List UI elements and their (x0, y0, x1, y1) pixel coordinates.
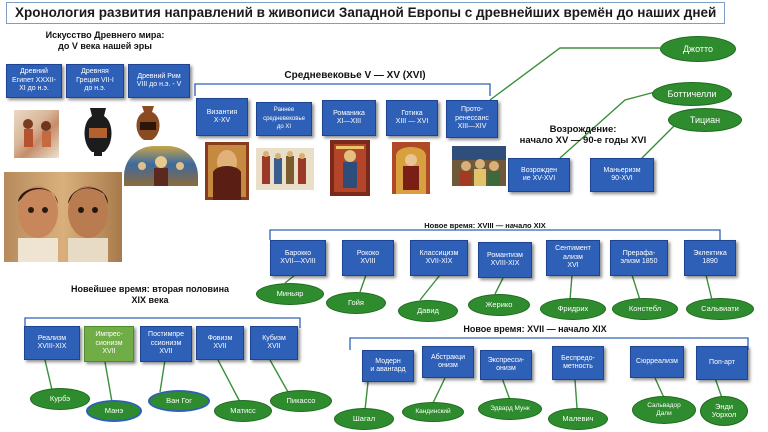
david-connector (419, 274, 441, 301)
giotto-connector (489, 47, 660, 101)
page-title: Хронология развития направлений в живопи… (6, 2, 726, 24)
new-time-xvii-bracket (349, 337, 749, 350)
artist-gericault: Жерико (468, 294, 530, 316)
period-surrealism: Сюрреализм (630, 346, 684, 378)
artist-courbet: Курбэ (30, 388, 90, 410)
constable-connector (631, 274, 641, 301)
period-early-medieval: Раннее средневековье до XI (256, 102, 312, 136)
period-popart: Поп-арт (696, 346, 748, 380)
artist-friedrich: Фридрих (540, 298, 606, 320)
artist-constable: Констебл (612, 298, 678, 320)
period-sentimentalism: Сентимент ализм XVI (546, 240, 600, 276)
goya-connector (359, 274, 367, 293)
period-prerapha: Прерафа- элизм 1850 (610, 240, 668, 276)
period-baroque: Барокко XVII—XVIII (270, 240, 326, 276)
byzantine-icon-image (205, 142, 249, 200)
heading-new-time-xvii: Новое время: XVII — начало XIX (463, 324, 607, 334)
manet-connector (104, 361, 113, 403)
artist-vangogh: Ван Гог (148, 390, 210, 412)
gericault-connector (494, 277, 504, 295)
artist-picasso: Пикассо (270, 390, 332, 412)
artist-kandinsky: Кандинский (402, 402, 464, 422)
fayum-portrait-image (4, 172, 122, 262)
artist-malevich: Малевич (548, 408, 608, 430)
heading-renaissance: Возрождение: начало XV — 90-е годы XVI (519, 124, 647, 146)
period-byzantium: Византия X-XV (196, 98, 248, 136)
malevich-connector (574, 379, 578, 409)
vangogh-connector (159, 359, 166, 393)
medieval-bracket (194, 83, 491, 96)
new-time-xviii-bracket (269, 229, 721, 240)
roman-amphora-image (130, 104, 166, 144)
artist-salviati: Сальвиати (686, 298, 754, 320)
period-fauvism: Фовизм XVII (196, 326, 244, 360)
friedrich-connector (569, 274, 573, 301)
period-modern: Модерн и авангард (362, 350, 414, 382)
period-renaissance: Возрожден ие XV-XVI (508, 158, 570, 192)
period-romanticism: Романтизм XVIII-XIX (478, 242, 532, 278)
period-rococo: Рококо XVIII (342, 240, 394, 276)
egypt-fresco-image (14, 110, 59, 158)
artist-warhol: Энди Уорхол (700, 396, 748, 426)
warhol-connector (714, 377, 723, 399)
proto-renaissance-image (452, 146, 506, 186)
heading-medieval: Средневековье V — XV (XVI) (284, 70, 426, 81)
period-eclectic: Эклектика 1890 (684, 240, 736, 276)
heading-new-time-xviii: Новое время: XVIII — начало XIX (424, 221, 546, 230)
period-egypt: Древний Египет XXXII- XI до н.э. (6, 64, 62, 98)
heading-newest-time: Новейшее время: вторая половина XIX века (70, 284, 230, 305)
artist-goya: Гойя (326, 292, 386, 314)
artist-minyar: Миньяр (256, 283, 324, 305)
artist-giotto: Джотто (660, 36, 736, 62)
period-realism: Реализм XVIII-XIX (24, 326, 80, 360)
period-expressionism: Экспресси- онизм (480, 350, 532, 380)
heading-ancient: Искусство Древнего мира: до V века нашей… (45, 30, 165, 51)
kandinsky-connector (431, 377, 446, 406)
salviati-connector (705, 274, 713, 301)
period-abstractionism: Абстракци онизм (422, 346, 474, 378)
period-gothic: Готика XIII — XVI (386, 100, 438, 136)
greek-vase-image (80, 104, 116, 158)
romanesque-image (330, 140, 370, 196)
artist-manet: Манэ (86, 400, 142, 422)
period-mannerism: Маньеризм 90-XVI (590, 158, 654, 192)
chagall-connector (364, 381, 369, 411)
period-nonobjective: Беспредо- метность (552, 346, 604, 380)
period-greece: Древняя Греция VII-I до н.э. (66, 64, 124, 98)
period-proto-renaissance: Прото- ренессанс XIII—XIV (446, 100, 498, 138)
artist-chagall: Шагал (334, 408, 394, 430)
courbet-connector (44, 359, 53, 391)
byzantine-mosaic-image (124, 146, 198, 186)
artist-matisse: Матисс (214, 400, 272, 422)
picasso-connector (269, 359, 289, 393)
period-postimpressionism: Постимпре ссионизм XVII (140, 326, 192, 362)
artist-munch: Эдвард Мунк (478, 398, 542, 420)
artist-david: Давид (398, 300, 458, 322)
artist-dali: Сальвадор Дали (632, 396, 696, 424)
gothic-image (392, 142, 430, 194)
period-romanesque: Романика XI—XIII (322, 100, 376, 136)
artist-botticelli: Боттичелли (652, 82, 732, 106)
matisse-connector (217, 359, 241, 403)
period-classicism: Классицизм XVII-XIX (410, 240, 468, 276)
period-impressionism: Импрес- сионизм XVII (84, 326, 134, 362)
artist-titian: Тициан (668, 108, 742, 132)
early-medieval-image (256, 148, 314, 190)
period-cubism: Кубизм XVII (250, 326, 298, 360)
minyar-connector (284, 274, 296, 284)
period-rome: Древний Рим VIII до н.э. - V (128, 64, 190, 98)
munch-connector (501, 377, 511, 401)
